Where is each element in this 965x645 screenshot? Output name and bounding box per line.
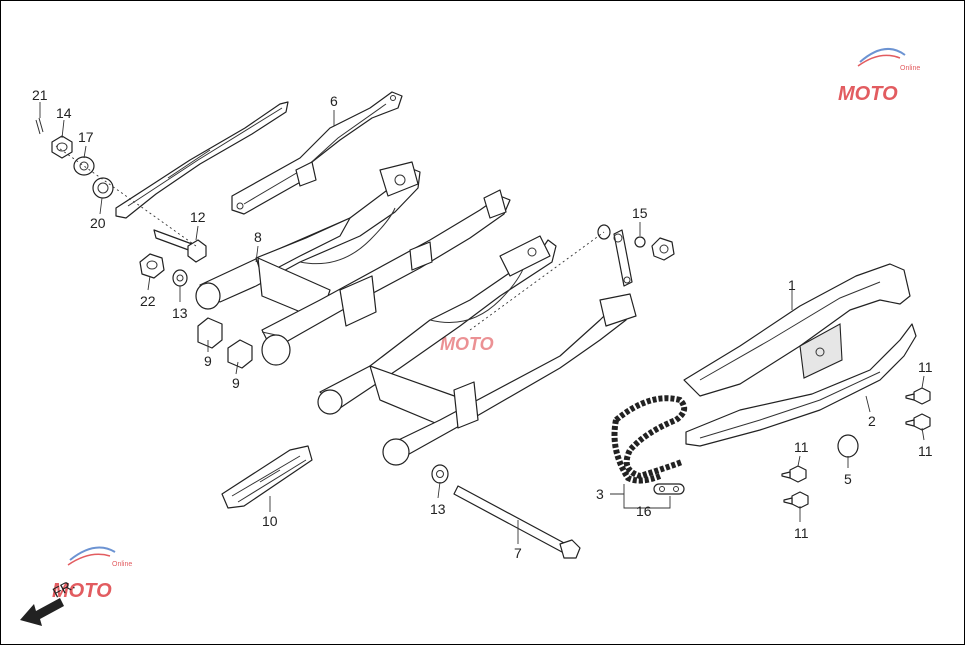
callout-5: 5 (844, 471, 852, 487)
pivot-bolt-12 (153, 229, 207, 263)
bushing-9-upper (197, 317, 223, 349)
callout-17: 21 (32, 87, 48, 103)
washer-13-lower (431, 464, 449, 484)
callout-15: 17 (78, 129, 94, 145)
leader-lines (39, 102, 925, 544)
callout-6: 6 (330, 93, 338, 109)
callout-13-lower: 13 (430, 501, 446, 517)
watermark-sub: Online (900, 65, 920, 72)
callout-8: 8 (254, 229, 262, 245)
chain-case-1 (683, 263, 911, 397)
bushing-9-lower (227, 339, 253, 369)
callout-10: 10 (262, 513, 278, 529)
callout-1: 1 (788, 277, 796, 293)
nut-14 (51, 135, 73, 159)
watermark-logo-bottom-left: MOTO Online (52, 546, 132, 602)
callout-22: 22 (140, 293, 156, 309)
drive-chain-3 (611, 395, 688, 484)
chain-adjuster (597, 224, 675, 287)
chain-slider-bracket (115, 101, 289, 219)
axle-7 (453, 485, 581, 559)
callout-9-upper: 9 (204, 353, 212, 369)
callout-3: 3 (596, 486, 604, 502)
callout-11-b: 11 (918, 443, 933, 459)
callout-16: 20 (90, 215, 106, 231)
watermark-text: MOTO (52, 580, 112, 602)
callout-20: 15 (632, 205, 648, 221)
collar-16 (92, 177, 114, 199)
chain-guide-upper (231, 91, 403, 215)
cap-5 (837, 434, 859, 458)
bolt-11-b (905, 413, 931, 431)
watermark-text: MOTO (440, 334, 494, 354)
washer-13-upper (172, 269, 188, 287)
bolt-11-d (783, 491, 809, 509)
assembly-line-left (55, 145, 197, 247)
swing-arm-main (195, 161, 511, 366)
watermark-logo-center: MOTO (440, 334, 494, 354)
bolt-11-c (781, 465, 807, 483)
callout-11-d: 11 (794, 525, 809, 541)
callouts: 21 14 17 20 12 6 8 22 13 9 9 10 13 7 15 … (32, 87, 933, 561)
callout-2: 2 (868, 413, 876, 429)
callout-13-upper: 13 (172, 305, 188, 321)
callout-21: 16 (636, 503, 652, 519)
watermark-text: MOTO (838, 83, 898, 105)
chain-case-2 (685, 323, 917, 447)
callout-14: 14 (56, 105, 72, 121)
callout-9-lower: 9 (232, 375, 240, 391)
watermark-logo-top-right: MOTO Online (838, 47, 920, 105)
callout-11-a: 11 (918, 359, 933, 375)
swing-arm-assembly-view (317, 235, 637, 466)
chain-slider-10 (221, 445, 313, 509)
nut-22 (139, 253, 165, 279)
master-link-21 (653, 483, 685, 495)
watermark-sub: Online (112, 561, 132, 568)
callout-7: 7 (514, 545, 522, 561)
callout-12: 12 (190, 209, 206, 225)
washer-15 (73, 156, 95, 176)
bolt-11-a (905, 387, 931, 405)
callout-11-c: 11 (794, 439, 809, 455)
split-pin-17 (35, 117, 44, 135)
